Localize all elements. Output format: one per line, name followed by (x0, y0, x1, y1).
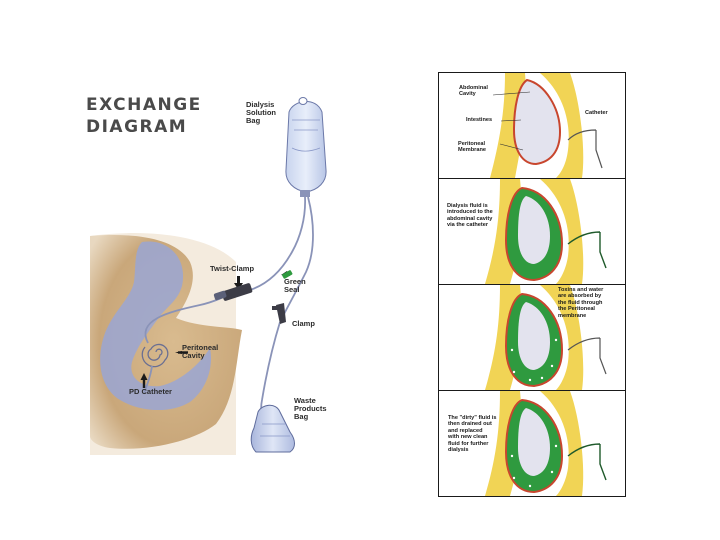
panel-2-caption: Dialysis fluid is introduced to the abdo… (447, 203, 493, 229)
panel-4-caption: The "dirty" fluid is then drained out an… (448, 415, 497, 454)
panel-4-art (485, 391, 607, 496)
title-line-1: EXCHANGE (86, 95, 202, 115)
green-seal (282, 270, 293, 279)
label-abdominal-cavity: Abdominal Cavity (459, 85, 488, 98)
label-peritoneal-cavity: Peritoneal Cavity (182, 343, 219, 360)
label-peritoneal-membrane: Peritoneal Membrane (458, 141, 486, 154)
panel-2-art (485, 179, 607, 284)
label-pd-catheter: PD Catheter (129, 387, 172, 396)
label-clamp: Clamp (292, 319, 315, 328)
waste-products-bag (250, 404, 295, 453)
label-dialysis-solution-bag: Dialysis Solution Bag (246, 100, 276, 125)
panel-3-art (485, 285, 607, 390)
panel-3-caption: Toxins and water are absorbed by the flu… (558, 287, 604, 319)
label-green-seal: Green Seal (284, 277, 306, 294)
panel-1-art (490, 73, 603, 178)
label-waste-products-bag: Waste Products Bag (294, 396, 327, 421)
slide-title: EXCHANGE DIAGRAM (86, 94, 202, 138)
dialysis-solution-bag (285, 97, 327, 197)
label-twist-clamp: Twist-Clamp (210, 264, 255, 273)
twist-clamp (213, 283, 253, 301)
label-catheter: Catheter (585, 110, 608, 116)
slide-clamp (272, 303, 286, 324)
label-intestines: Intestines (466, 117, 493, 123)
title-line-2: DIAGRAM (86, 117, 188, 137)
